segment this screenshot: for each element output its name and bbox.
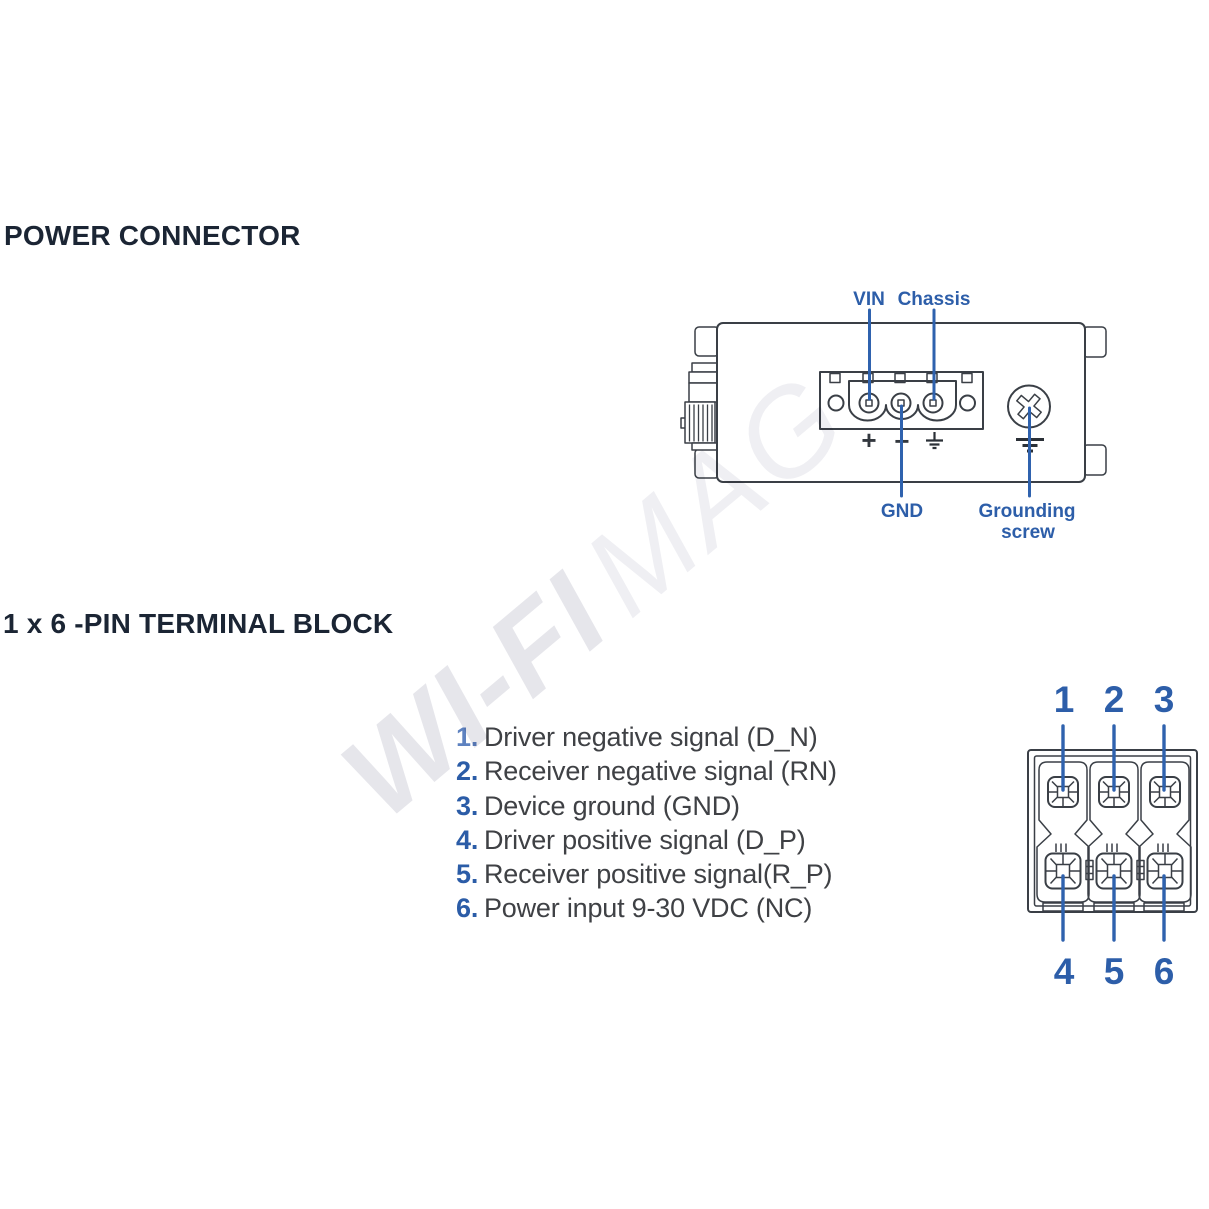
earth-ground-symbol xyxy=(926,432,943,450)
pin5-number: 5 xyxy=(1104,951,1125,992)
pin-list: 1. Driver negative signal (D_N) 2. Recei… xyxy=(456,720,837,926)
pin6-number: 6 xyxy=(1154,951,1175,992)
phillips-cross-icon xyxy=(1016,393,1042,420)
antenna-connector xyxy=(680,362,719,451)
pin3-number: 3 xyxy=(1154,679,1175,720)
pin-number: 4. xyxy=(456,824,479,855)
pin-label: Driver negative signal (D_N) xyxy=(484,722,818,752)
pin-label: Receiver positive signal(R_P) xyxy=(484,859,833,890)
gnd-label: GND xyxy=(881,501,923,522)
pin-number: 5. xyxy=(456,859,479,890)
pin-list-item: 5. Receiver positive signal(R_P) xyxy=(456,857,837,891)
chassis-label: Chassis xyxy=(898,289,971,310)
grounding-screw xyxy=(1007,384,1051,453)
pin1-number: 1 xyxy=(1054,679,1075,720)
pin-list-item: 4. Driver positive signal (D_P) xyxy=(456,823,837,857)
pin-label: Receiver negative signal (RN) xyxy=(484,756,837,787)
terminal-block-heading: 1 x 6 -PIN TERMINAL BLOCK xyxy=(3,608,394,639)
terminal-channels xyxy=(1036,761,1192,903)
pin-label: Device ground (GND) xyxy=(484,790,740,821)
pin-list-item: 2. Receiver negative signal (RN) xyxy=(456,754,837,788)
pin-list-item: 1. Driver negative signal (D_N) xyxy=(456,720,837,754)
plug-outline xyxy=(848,380,957,422)
pin-list-item: 6. Power input 9-30 VDC (NC) xyxy=(456,891,837,925)
mount-hole-left xyxy=(827,394,845,412)
pin4-number: 4 xyxy=(1054,951,1075,992)
pin-number: 2. xyxy=(456,756,479,787)
vin-label: VIN xyxy=(853,289,885,310)
pointer-lines xyxy=(868,308,1031,498)
screw-terminals-top xyxy=(1047,776,1181,808)
pin2-number: 2 xyxy=(1104,679,1125,720)
power-connector-heading: POWER CONNECTOR xyxy=(4,220,301,251)
grounding-screw-label-line2: screw xyxy=(1001,522,1055,543)
pin-label: Power input 9-30 VDC (NC) xyxy=(484,893,813,924)
pin-number: 3. xyxy=(456,790,479,821)
pin-pointer-lines xyxy=(1061,724,1166,942)
six-pin-block-diagram: 1 2 3 4 5 6 xyxy=(1027,679,1198,992)
plus-symbol: + xyxy=(861,425,876,455)
power-connector-diagram: + − VIN Chassis GND Grounding screw xyxy=(680,289,1107,543)
grounding-screw-label-line1: Grounding xyxy=(978,501,1075,522)
pin-list-item: 3. Device ground (GND) xyxy=(456,789,837,823)
pin-number: 1. xyxy=(456,722,479,752)
pin-number: 6. xyxy=(456,893,479,924)
mount-hole-right xyxy=(959,394,976,412)
pin-label: Driver positive signal (D_P) xyxy=(484,824,806,855)
